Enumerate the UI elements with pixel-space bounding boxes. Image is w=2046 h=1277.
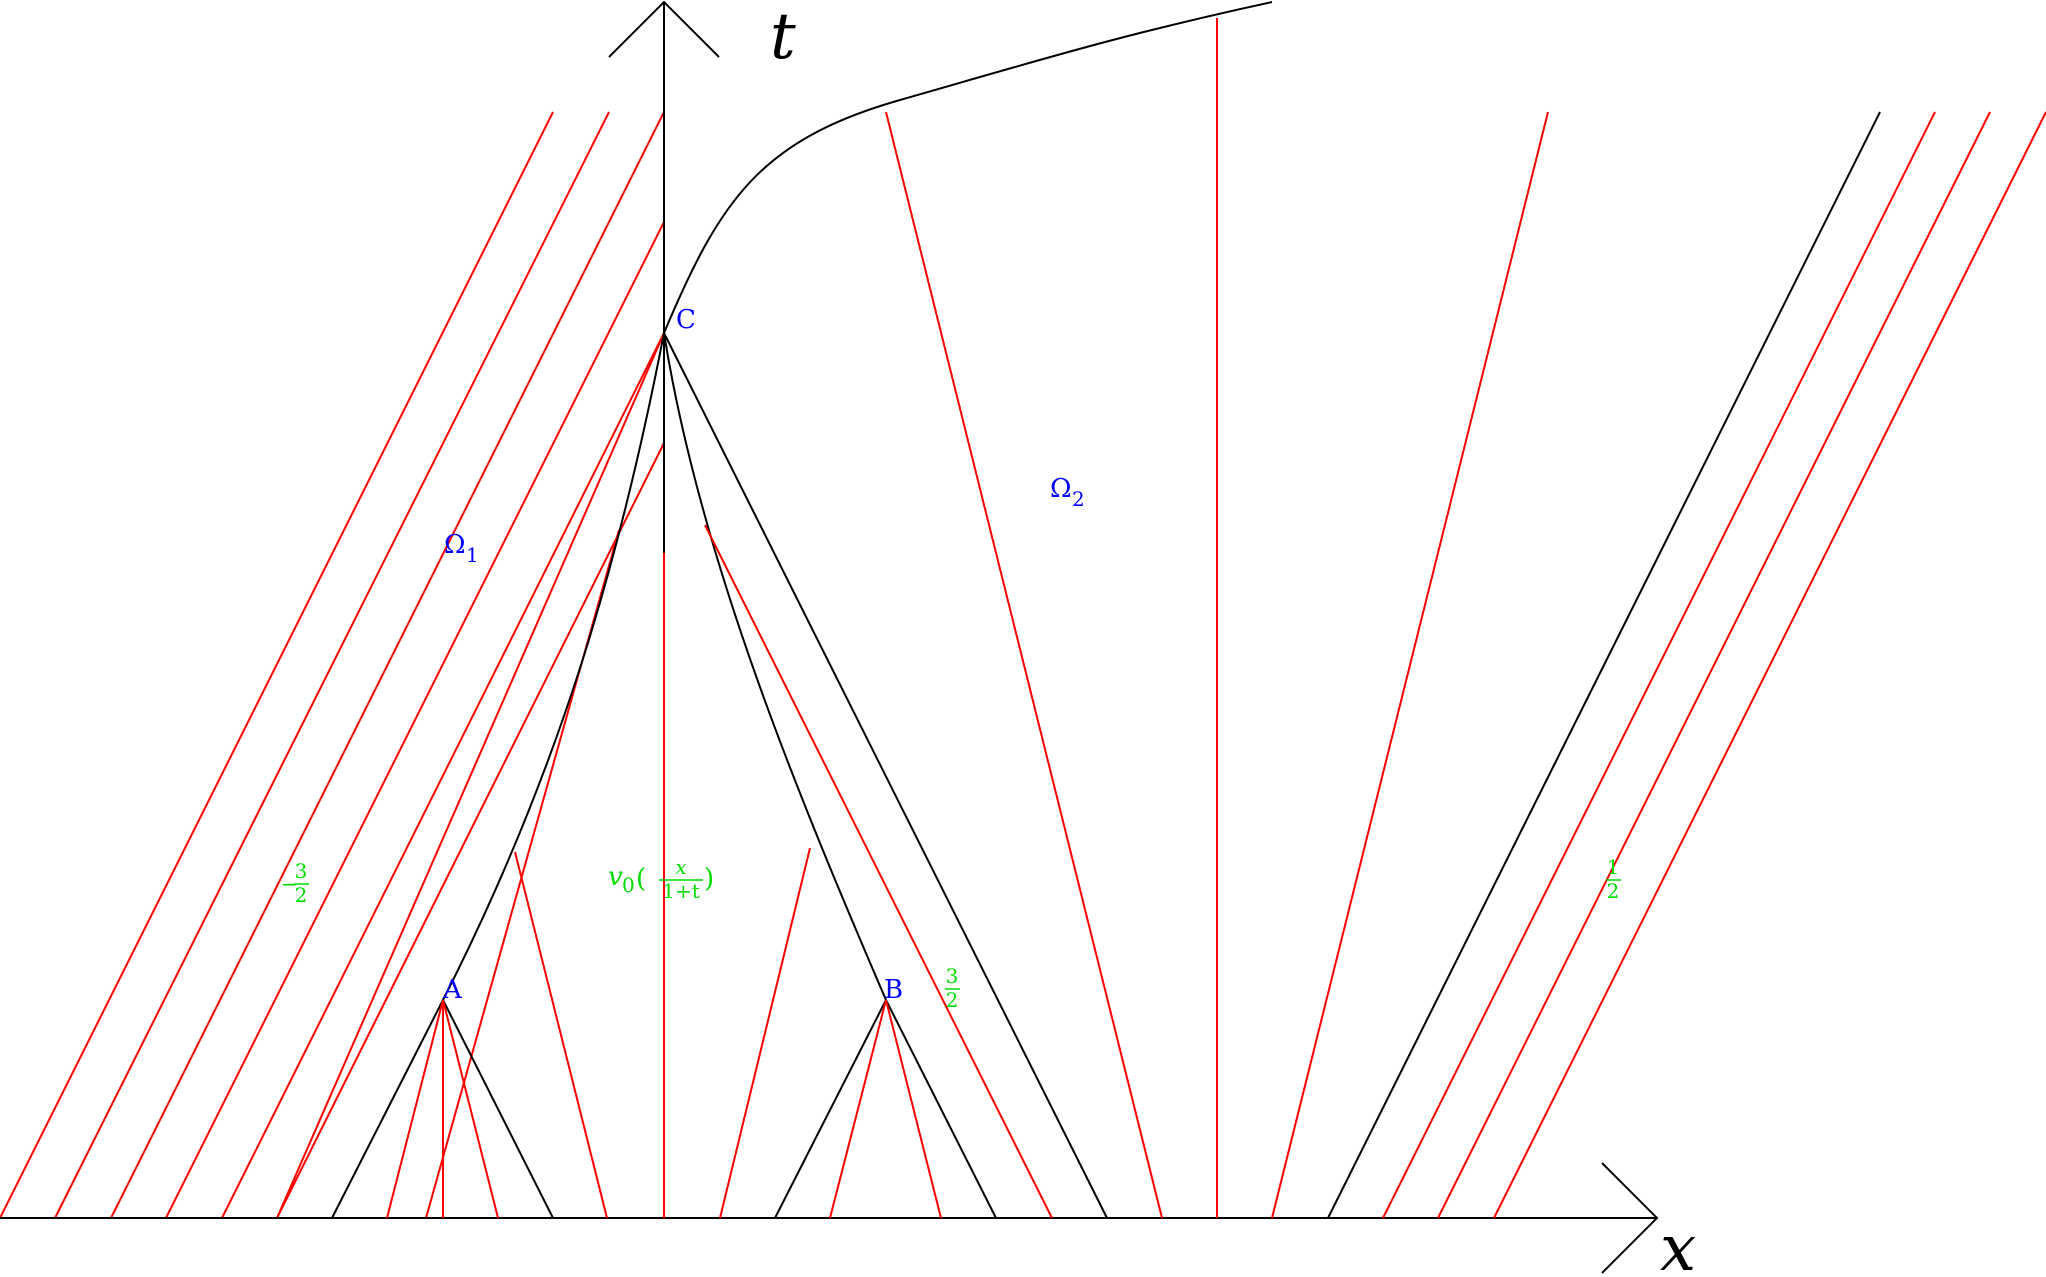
slope-right-den: 2 [1607,879,1620,903]
t-axis-arrowhead [608,0,720,58]
b-left-branch [774,999,887,1219]
left-char-7 [276,332,665,1219]
left-char-2 [54,111,610,1219]
mid-left-char [514,851,608,1219]
upper-shock-curve [663,1,1273,334]
left-char-6 [276,442,665,1219]
x-axis-arrowhead [1601,1162,1659,1274]
omega1-symbol: Ω [444,530,466,560]
left-char-3 [110,111,665,1219]
right-char-2 [1437,111,1991,1219]
slope-mid-den: 2 [946,988,959,1012]
omega2-label: Ω 2 [1050,474,1085,511]
slope-right-num: 1 [1607,855,1620,879]
left-characteristics [0,111,665,1219]
omega2-symbol: Ω [1050,474,1072,504]
formula-open-paren: ( [636,864,646,894]
omega2-subscript: 2 [1072,487,1085,511]
point-b-label: B [884,975,903,1005]
formula-den: 1+t [662,879,700,903]
formula-num: x [675,855,686,879]
slope-left-label: − 3 2 [281,859,309,907]
right-char-1 [1382,111,1936,1219]
t-axis-label: t [770,0,796,74]
formula-v: v [608,862,623,892]
point-c-label: C [676,305,696,335]
slope-left-minus: − [281,872,298,896]
right-characteristics [1382,111,2046,1219]
formula-close-paren: ) [704,864,714,894]
left-shock-curve [331,332,665,1219]
x-axis-label: x [1660,1212,1696,1277]
omega2-char-1 [885,111,1163,1219]
left-char-1 [0,111,554,1219]
slope-left-num: 3 [295,859,308,883]
c-right-line [663,332,1108,1219]
boundary-curves [0,0,1881,1274]
right-char-3 [1493,111,2046,1219]
slope-right-label: 1 2 [1606,855,1621,903]
omega1-subscript: 1 [466,543,479,567]
left-char-4 [165,221,665,1219]
slope-mid-label: 3 2 [945,964,960,1012]
omega2-char-3 [1271,111,1549,1219]
left-char-5 [221,332,665,1219]
initial-data-formula: v 0 ( x 1+t ) [608,855,714,903]
parallel-char [704,524,1053,1219]
point-a-label: A [442,975,463,1005]
right-black-line [1327,111,1881,1219]
c-to-b-curve [663,332,887,1001]
center-characteristics [386,18,1549,1219]
slope-mid-num: 3 [946,964,959,988]
mid-right-char [719,847,811,1219]
a-right-branch [442,999,554,1219]
a-fan-3 [442,999,499,1219]
b-fan-2 [885,999,942,1219]
formula-v-sub: 0 [622,873,635,897]
omega1-label: Ω 1 [444,530,479,567]
b-right-branch [885,999,997,1219]
slope-left-den: 2 [295,883,308,907]
b-fan-1 [829,999,887,1219]
a-fan-1 [386,999,444,1219]
